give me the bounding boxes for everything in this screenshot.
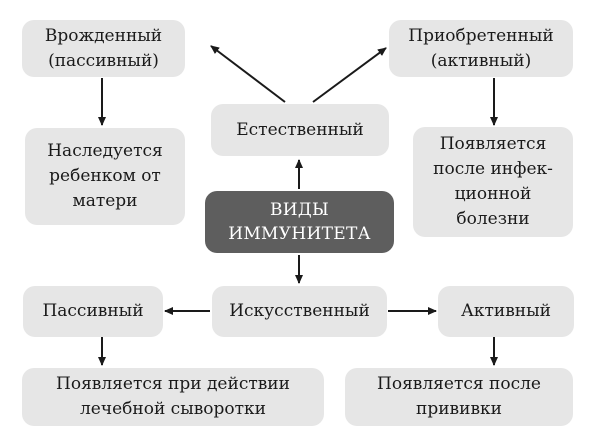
node-after-serum: Появляется при действии лечебной сыворот… — [22, 368, 324, 426]
node-innate: Врожденный (пассивный) — [22, 20, 185, 77]
node-after-vaccine: Появляется после прививки — [345, 368, 573, 426]
node-natural: Естественный — [211, 104, 389, 156]
node-acquired: Приобретенный (активный) — [389, 20, 573, 77]
arrow-natural-to-acquired — [312, 47, 387, 103]
node-after-illness: Появляется после инфек- ционной болезни — [413, 127, 573, 237]
arrow-natural-to-innate — [210, 45, 286, 103]
node-artificial: Искусственный — [212, 286, 387, 337]
node-passive: Пассивный — [23, 286, 163, 337]
node-active: Активный — [438, 286, 574, 337]
node-immunity-types: ВИДЫ ИММУНИТЕТА — [205, 191, 394, 253]
node-inherited: Наследуется ребенком от матери — [25, 128, 185, 225]
